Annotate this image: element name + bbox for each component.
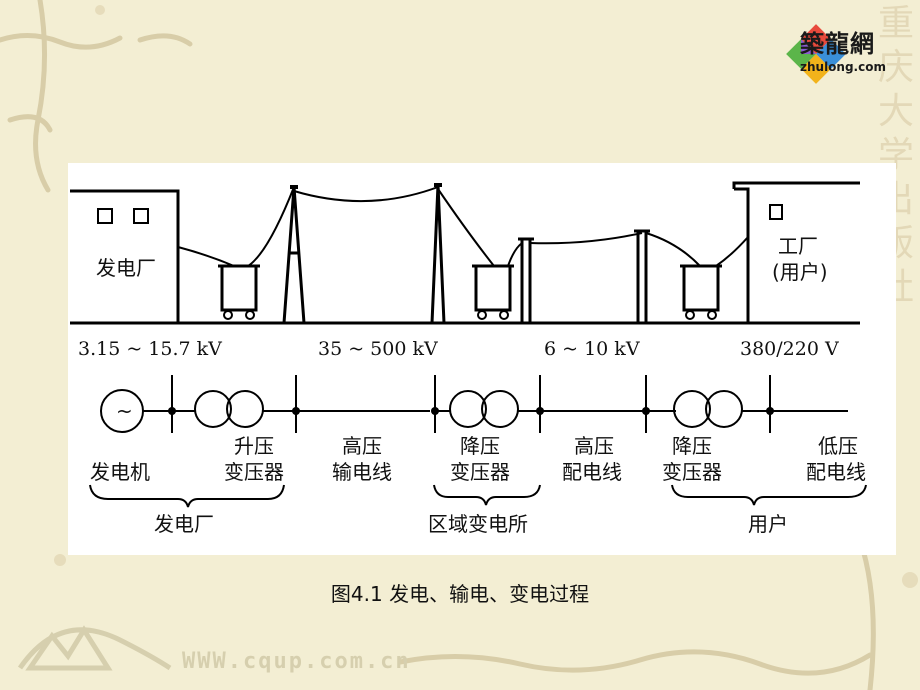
- plant-window: [133, 208, 149, 224]
- step-down-label: 变压器: [450, 460, 510, 484]
- step-up-transformer-box: [220, 264, 258, 312]
- stamp-char: 重: [877, 3, 914, 44]
- user-transformer-box: [682, 264, 720, 312]
- user-group-brace: [671, 484, 867, 506]
- footer-emblem: [17, 625, 172, 671]
- plant-group-brace: [89, 484, 285, 508]
- step-up-transformer-symbol: [194, 390, 232, 428]
- step-down-transformer-symbol: [449, 390, 487, 428]
- user-transformer-symbol: [673, 390, 711, 428]
- logo-url: zhulong.com: [800, 60, 886, 74]
- generator-label: 发电机: [90, 460, 150, 484]
- substation-group-brace: [433, 484, 541, 506]
- figure-caption: 图4.1 发电、输电、变电过程: [330, 582, 590, 606]
- plant-label: 发电厂: [96, 256, 156, 280]
- hv-transmission-line: [293, 186, 439, 203]
- dist-line-label: 高压: [574, 434, 614, 458]
- step-up-label: 变压器: [224, 460, 284, 484]
- hv-line-label: 高压: [342, 434, 382, 458]
- power-transmission-diagram: 发电厂 工厂 (用户) 3.15 ~ 15.7 kV 35 ~ 500 kV 6…: [70, 181, 867, 536]
- factory-building: [732, 181, 860, 323]
- user-step-down-label: 变压器: [662, 460, 722, 484]
- tower-right: [430, 184, 446, 324]
- lv-line-label: 配电线: [806, 460, 866, 484]
- plant-group-label: 发电厂: [154, 512, 214, 536]
- factory-window: [769, 204, 783, 220]
- diagram-panel: 发电厂 工厂 (用户) 3.15 ~ 15.7 kV 35 ~ 500 kV 6…: [68, 163, 896, 555]
- transformer-to-tower-line: [247, 186, 295, 267]
- user-group-label: 用户: [748, 512, 788, 536]
- factory-user-label: (用户): [772, 260, 828, 284]
- stamp-char: 庆: [877, 47, 914, 88]
- voltage-label: 3.15 ~ 15.7 kV: [78, 338, 222, 360]
- plant-building: [70, 189, 180, 323]
- zhulong-logo-icon: [786, 24, 846, 84]
- dist-line-label: 配电线: [562, 460, 622, 484]
- voltage-label: 6 ~ 10 kV: [544, 338, 640, 360]
- logo-name: 築龍網: [800, 30, 875, 58]
- lv-line-label: 低压: [818, 434, 858, 458]
- plant-to-transformer-line: [177, 246, 235, 267]
- plant-window: [97, 208, 113, 224]
- distribution-pole: [634, 229, 650, 323]
- factory-label: 工厂: [778, 234, 818, 258]
- step-up-label: 升压: [234, 434, 274, 458]
- distribution-line: [529, 232, 643, 245]
- tower-left: [282, 186, 306, 324]
- voltage-label: 380/220 V: [740, 338, 839, 360]
- distribution-pole: [518, 237, 534, 323]
- hv-line-label: 输电线: [332, 460, 392, 484]
- user-step-down-label: 降压: [672, 434, 712, 458]
- generator-tilde: ~: [116, 399, 133, 423]
- stamp-char: 大: [877, 91, 914, 132]
- footer-url: WWW.cqup.com.cn: [182, 649, 411, 674]
- step-down-transformer-box: [474, 264, 512, 312]
- voltage-label: 35 ~ 500 kV: [318, 338, 438, 360]
- step-down-label: 降压: [460, 434, 500, 458]
- substation-group-label: 区域变电所: [428, 512, 528, 536]
